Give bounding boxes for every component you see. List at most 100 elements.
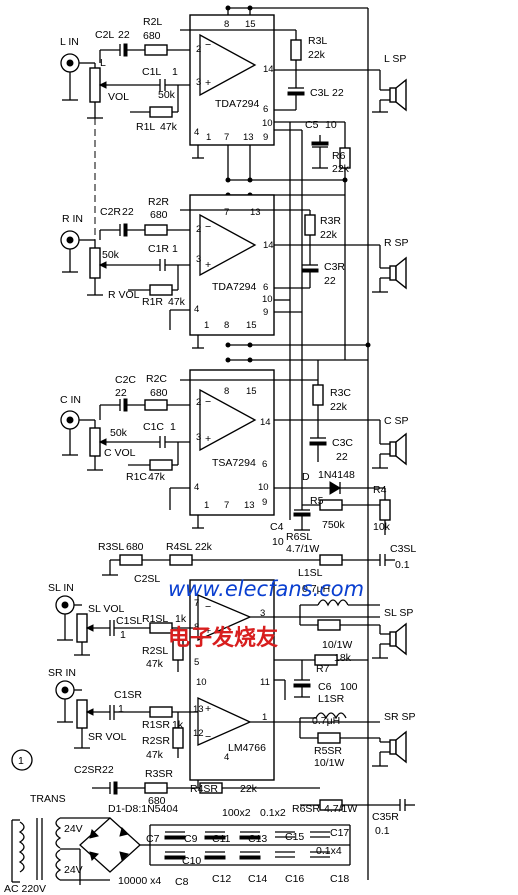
- label-sl-in: SL IN: [48, 582, 74, 594]
- labels-c11-text: C11: [212, 833, 231, 845]
- pot-r: [89, 247, 101, 279]
- pins-ic4-0-text: 7: [194, 598, 199, 609]
- channel-surround: − + + − 7 8 3 5 10 11 13 12 1 4 LM4766 R…: [11, 531, 416, 837]
- labels-c16-text: C16: [285, 873, 304, 885]
- pins-ic2-2-text: 2: [196, 224, 201, 235]
- labels-c4-v-text: 10: [272, 536, 284, 548]
- labels-r2c-v-text: 680: [150, 387, 168, 399]
- pins-ic3-7-text: 9: [262, 497, 267, 508]
- pins-ic2-10-text: 8: [224, 320, 229, 331]
- labels-c3sl-v-text: 0.1: [395, 559, 410, 571]
- pins-ic2-3-text: 3: [196, 254, 201, 265]
- labels-c12-text: C12: [212, 873, 231, 885]
- labels-r7-v-text: 18k: [334, 652, 352, 664]
- pins-ic3-5-text: 6: [262, 459, 267, 470]
- labels-r2l-v-text: 680: [143, 30, 161, 42]
- labels-sl-sp-text: SL SP: [384, 607, 413, 619]
- labels-r3l-v-text: 22k: [308, 49, 326, 61]
- ic4-plus-b: +: [205, 703, 211, 715]
- labels-r6-text: R6: [332, 150, 346, 162]
- labels-r1sr-text: R1SR: [142, 719, 170, 731]
- pot-sr: [76, 699, 88, 729]
- pins-ic1-0-text: 2: [196, 44, 201, 55]
- pins-ic4-6-text: 13: [193, 704, 204, 715]
- pins-ic1-11-text: 13: [243, 132, 254, 143]
- pins-ic2-4-text: 14: [263, 240, 274, 251]
- labels-c1sl-v-text: 1: [120, 629, 126, 641]
- pins-ic4-5-text: 11: [260, 677, 270, 688]
- labels-c1c-v-text: 1: [170, 421, 176, 433]
- labels-pot-r-text: 50k: [102, 249, 120, 261]
- labels-c2sr-text: C2SR: [74, 764, 102, 776]
- ic-tda7294-right: [189, 194, 275, 336]
- labels-d-v-text: 1N4148: [318, 469, 355, 481]
- pot-c: [89, 427, 101, 457]
- labels-r3l-text: R3L: [308, 35, 327, 47]
- labels-c35r-v-text: 0.1: [375, 825, 390, 837]
- pins-ic4-7-text: 12: [193, 728, 204, 739]
- labels-cap-10000x4-text: 10000 x4: [118, 875, 161, 887]
- labels-c3r-v-text: 22: [324, 275, 336, 287]
- pins-ic3-11-text: 13: [244, 500, 255, 511]
- pins-ic3-8-text: 4: [194, 482, 199, 493]
- label-c-in: C IN: [60, 394, 81, 406]
- labels-c3c-text: C3C: [332, 437, 353, 449]
- labels-r-vol-text: R VOL: [108, 289, 140, 301]
- labels-r4sr-v-text: 22k: [240, 783, 258, 795]
- labels-v24b-text: 24V: [64, 864, 83, 876]
- labels-r1r-v-text: 47k: [168, 296, 186, 308]
- ic1-plus: +: [205, 77, 211, 89]
- labels-r1c-text: R1C: [126, 471, 147, 483]
- pins-ic2-1-text: 13: [250, 207, 261, 218]
- labels-vol-l-text: VOL: [108, 91, 129, 103]
- labels-diodes-text: D1-D8:1N5404: [108, 803, 178, 815]
- labels-c1sr-v-text: 1: [118, 703, 124, 715]
- labels-r5sl-v-text: 10/1W: [322, 639, 352, 651]
- power-supply: TRANS 24V 24V AC 220V D1-D8:1N5404 10000…: [4, 793, 351, 895]
- ic4-plus-a: +: [205, 625, 211, 637]
- labels-r5sr-v-text: 10/1W: [314, 757, 344, 769]
- labels-d-text: D: [302, 471, 310, 483]
- labels-c1l-v-text: 1: [172, 66, 178, 78]
- pins-ic2-9-text: 1: [204, 320, 209, 331]
- ic4-minus-b: −: [205, 731, 211, 743]
- labels-c2l-v-text: 22: [118, 29, 130, 41]
- labels-r2sl-text: R2SL: [142, 645, 168, 657]
- labels-r3c-v-text: 22k: [330, 401, 348, 413]
- labels-c3l-v-text: 22: [332, 87, 344, 99]
- labels-r1sl-text: R1SL: [142, 613, 168, 625]
- labels-c13-text: C13: [248, 833, 267, 845]
- labels-r4sl-v-text: 22k: [195, 541, 213, 553]
- labels-c2r-text: C2R: [100, 206, 121, 218]
- labels-r4sl-text: R4SL: [166, 541, 192, 553]
- labels-c-vol-text: C VOL: [104, 447, 136, 459]
- ic2-plus: +: [205, 259, 211, 271]
- labels-c9-text: C9: [184, 833, 198, 845]
- pins-ic2-11-text: 15: [246, 320, 257, 331]
- labels-r1r-text: R1R: [142, 296, 163, 308]
- label-l-in: L IN: [60, 36, 79, 48]
- labels-cap-01x2-text: 0.1x2: [260, 807, 286, 819]
- pins-ic3-10-text: 7: [224, 500, 229, 511]
- labels-c18-text: C18: [330, 873, 349, 885]
- labels-c10-text: C10: [182, 855, 201, 867]
- labels-r2sl-v-text: 47k: [146, 658, 164, 670]
- pins-ic2-5-text: 6: [263, 282, 268, 293]
- labels-sr-vol-text: SR VOL: [88, 731, 127, 743]
- labels-r2sr-v-text: 47k: [146, 749, 164, 761]
- labels-trans-text: TRANS: [30, 793, 66, 805]
- filter-caps: [164, 831, 330, 860]
- labels-c5-text: C5: [305, 119, 319, 131]
- pins-ic1-2-text: 8: [224, 19, 229, 30]
- labels-r5-text: R5: [310, 495, 324, 507]
- pins-ic1-7-text: 9: [263, 132, 268, 143]
- labels-c15-text: C15: [285, 831, 304, 843]
- labels-r3c-text: R3C: [330, 387, 351, 399]
- pins-ic3-4-text: 14: [260, 417, 271, 428]
- labels-c1c-text: C1C: [143, 421, 164, 433]
- pins-ic1-1-text: 3: [196, 77, 201, 88]
- labels-c2sr-v-text: 22: [102, 764, 114, 776]
- pins-ic3-2-text: 8: [224, 386, 229, 397]
- labels-c3sl-text: C3SL: [390, 543, 416, 555]
